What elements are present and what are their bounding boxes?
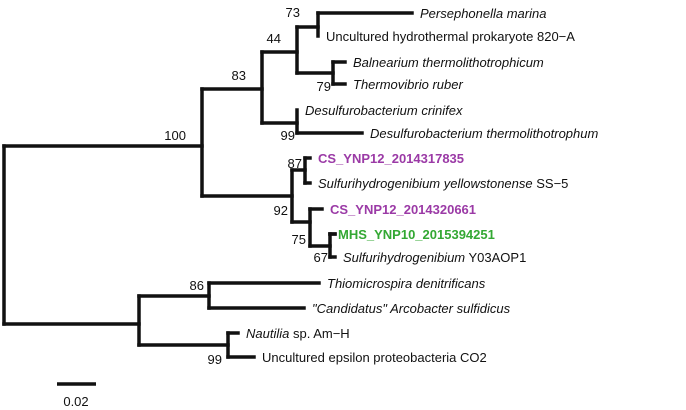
leaf-label-sulfurihydrogenibium-y03aop1: Sulfurihydrogenibium Y03AOP1 [343,250,526,265]
leaf-uncultured-epsilon-part-0: Uncultured epsilon proteobacteria CO2 [262,350,487,365]
leaf-mhs-ynp10-2015394251-part-0: MHS_YNP10_2015394251 [338,227,495,242]
leaf-desulfurobacterium-thermo-part-0: Desulfurobacterium thermolithotrophum [370,126,598,141]
bootstrap-value-6: 87 [288,156,302,171]
leaf-label-nautilia: Nautilia sp. Am−H [246,326,350,341]
leaf-nautilia-part-0: Nautilia [246,326,289,341]
leaf-label-cs-ynp12-2014320661: CS_YNP12_2014320661 [330,202,476,217]
bootstrap-value-7: 92 [274,203,288,218]
leaf-uncultured-hydrothermal-part-0: Uncultured hydrothermal prokaryote 820−A [326,29,575,44]
leaf-label-persephonella: Persephonella marina [420,6,546,21]
leaf-label-balnearium: Balnearium thermolithotrophicum [353,55,544,70]
scale-bar: 0.02 [57,382,96,409]
leaf-persephonella-part-0: Persephonella marina [420,6,546,21]
leaf-sulfurihydrogenibium-y03aop1-part-0: Sulfurihydrogenibium [343,250,465,265]
leaf-thiomicrospira-part-0: Thiomicrospira denitrificans [327,276,486,291]
leaf-sulfurihydrogenibium-yellowstonense-part-1: SS−5 [533,176,569,191]
leaf-label-desulfurobacterium-crinifex: Desulfurobacterium crinifex [305,103,463,118]
leaf-label-thiomicrospira: Thiomicrospira denitrificans [327,276,486,291]
scale-bar-label: 0.02 [63,394,88,409]
bootstrap-value-3: 83 [232,68,246,83]
leaf-label-uncultured-epsilon: Uncultured epsilon proteobacteria CO2 [262,350,487,365]
leaf-thermovibrio-part-0: Thermovibrio ruber [353,77,463,92]
leaf-cs-ynp12-2014317835-part-0: CS_YNP12_2014317835 [318,151,464,166]
bootstrap-value-11: 99 [208,352,222,367]
bootstrap-value-5: 100 [164,128,186,143]
leaf-arcobacter-part-0: "Candidatus" Arcobacter sulfidicus [312,301,511,316]
tree-branches [2,11,414,359]
bootstrap-values: 73 44 79 83 99 100 87 92 75 67 86 99 [164,5,331,367]
leaf-nautilia-part-1: sp. Am−H [289,326,349,341]
bootstrap-value-8: 75 [292,232,306,247]
leaf-label-sulfurihydrogenibium-yellowstonense: Sulfurihydrogenibium yellowstonense SS−5 [318,176,568,191]
leaf-desulfurobacterium-crinifex-part-0: Desulfurobacterium crinifex [305,103,463,118]
leaf-sulfurihydrogenibium-y03aop1-part-1: Y03AOP1 [465,250,526,265]
leaf-label-thermovibrio: Thermovibrio ruber [353,77,463,92]
leaf-cs-ynp12-2014320661-part-0: CS_YNP12_2014320661 [330,202,476,217]
bootstrap-value-4: 99 [281,128,295,143]
bootstrap-value-1: 44 [267,31,281,46]
leaf-label-cs-ynp12-2014317835: CS_YNP12_2014317835 [318,151,464,166]
bootstrap-value-9: 67 [314,250,328,265]
leaf-sulfurihydrogenibium-yellowstonense-part-0: Sulfurihydrogenibium yellowstonense [318,176,533,191]
bootstrap-value-0: 73 [286,5,300,20]
bootstrap-value-2: 79 [317,79,331,94]
leaf-label-mhs-ynp10-2015394251: MHS_YNP10_2015394251 [338,227,495,242]
bootstrap-value-10: 86 [190,278,204,293]
leaf-balnearium-part-0: Balnearium thermolithotrophicum [353,55,544,70]
leaf-label-desulfurobacterium-thermo: Desulfurobacterium thermolithotrophum [370,126,598,141]
leaf-label-uncultured-hydrothermal: Uncultured hydrothermal prokaryote 820−A [326,29,575,44]
leaf-label-arcobacter: "Candidatus" Arcobacter sulfidicus [312,301,511,316]
